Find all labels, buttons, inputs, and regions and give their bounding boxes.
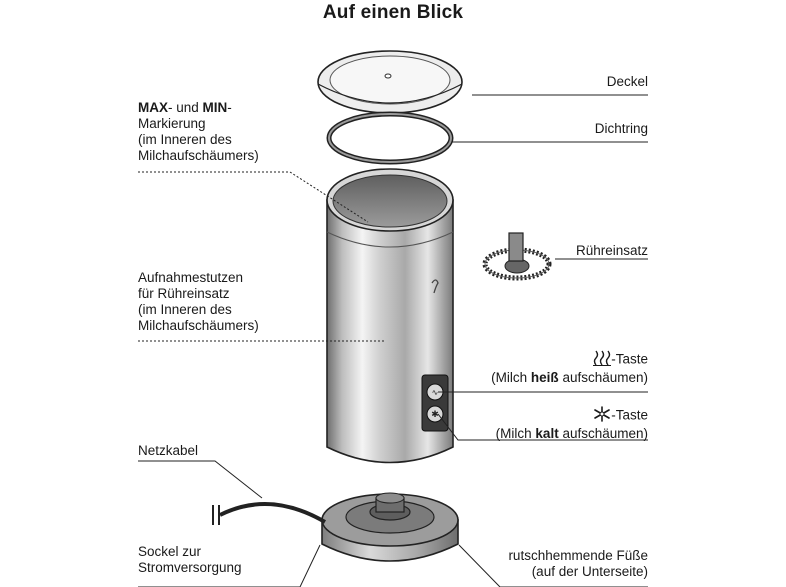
power-base xyxy=(321,492,459,562)
cold-button[interactable] xyxy=(426,405,444,423)
label-whisk-insert: Rühreinsatz xyxy=(575,243,648,258)
svg-text:✱: ✱ xyxy=(431,410,439,420)
label-whisk-socket: Aufnahmestutzen für Rühreinsatz (im Inne… xyxy=(138,270,259,333)
label-anti-slip-feet: rutschhemmende Füße (auf der Unterseite) xyxy=(508,548,648,579)
whisk-insert xyxy=(482,232,552,281)
steam-waves-icon xyxy=(593,350,612,370)
leader-lines xyxy=(138,94,648,587)
power-cable xyxy=(212,502,327,525)
label-max-min-marking: MAX- und MIN- Markierung (im Inneren des… xyxy=(138,100,259,163)
label-power-base: Sockel zur Stromversorgung xyxy=(138,544,242,575)
label-sealing-ring: Dichtring xyxy=(594,121,648,136)
frother-body: ∿ ✱ xyxy=(326,168,454,464)
label-hot-button: -Taste (Milch heiß aufschäumen) xyxy=(491,350,648,385)
label-power-cable: Netzkabel xyxy=(138,443,199,458)
snowflake-icon xyxy=(593,406,611,426)
label-lid: Deckel xyxy=(606,74,648,89)
sealing-ring xyxy=(326,111,454,165)
label-cold-button: -Taste (Milch kalt aufschäumen) xyxy=(495,406,648,441)
page-title: Auf einen Blick xyxy=(322,2,464,23)
svg-text:∿: ∿ xyxy=(432,388,439,397)
lid xyxy=(317,50,463,114)
